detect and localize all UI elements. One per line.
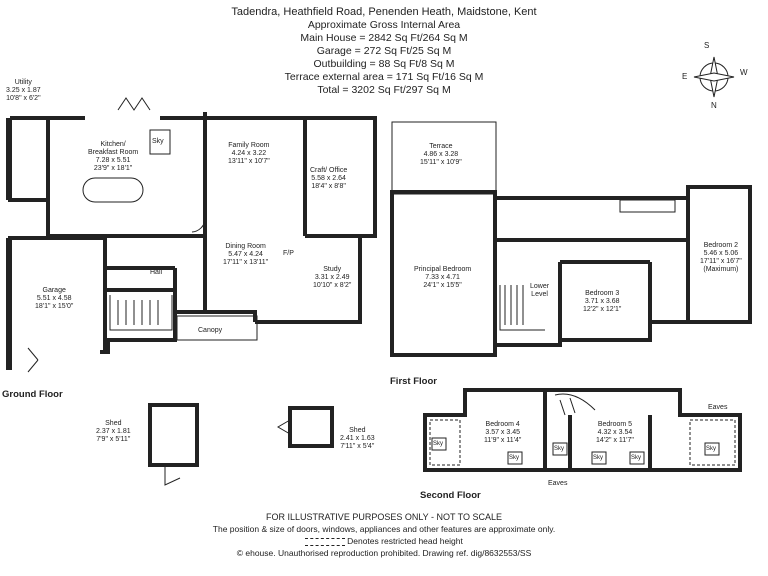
canopy-label: Canopy [198, 327, 223, 334]
skylight [431, 437, 447, 451]
door-swing [191, 219, 206, 233]
plan-header: Tadendra, Heathfield Road, Penenden Heat… [0, 6, 768, 97]
stairs [109, 295, 173, 331]
canopy-area [176, 315, 258, 341]
area-line: Total = 3202 Sq Ft/297 Sq M [317, 84, 451, 96]
restricted-height-swatch [305, 537, 346, 546]
skylight [507, 451, 523, 465]
stairs [499, 285, 545, 331]
copyright: © ehouse. Unauthorised reproduction proh… [236, 548, 532, 558]
hall-walls [105, 266, 177, 312]
skylight-label: Sky [554, 446, 565, 452]
shed-door [164, 465, 181, 486]
compass-label-w: W [740, 68, 748, 77]
kitchen-island [82, 177, 144, 203]
area-line: Main House = 2842 Sq Ft/264 Sq M [300, 32, 468, 44]
floor-label-ground: Ground Floor [2, 389, 63, 400]
second-floor-walls [423, 388, 742, 472]
skylight [591, 451, 607, 465]
stairs [554, 393, 596, 416]
skylight-label: Sky [706, 446, 717, 452]
shed-right [288, 406, 334, 448]
shed-door [277, 419, 291, 435]
property-address: Tadendra, Heathfield Road, Penenden Heat… [231, 6, 537, 18]
hall-label: Hall [150, 269, 163, 276]
skylight [149, 129, 171, 155]
family-room-walls [303, 118, 360, 238]
bath [619, 199, 676, 213]
utility-walls [6, 118, 48, 202]
floor-label-second: Second Floor [420, 490, 481, 501]
skylight-label: Sky [433, 441, 444, 447]
legend: Denotes restricted head height [0, 535, 768, 547]
second-floor-internal [543, 392, 652, 470]
compass-rose [693, 56, 735, 98]
skylight-label: Sky [593, 455, 604, 461]
eaves-label: Eaves [548, 480, 568, 487]
disclaimer: FOR ILLUSTRATIVE PURPOSES ONLY - NOT TO … [265, 512, 503, 522]
skylight [704, 442, 720, 456]
skylight [552, 442, 568, 456]
floor-label-first: First Floor [390, 376, 437, 387]
skylight-label: Sky [631, 455, 642, 461]
legend-text: Denotes restricted head height [347, 536, 463, 546]
shed-left [148, 403, 199, 467]
eaves-label: Eaves [708, 404, 728, 411]
bifold-door [117, 97, 151, 111]
restricted-head-height [429, 419, 736, 466]
area-line: Garage = 272 Sq Ft/25 Sq M [316, 45, 452, 57]
terrace-area [391, 121, 497, 195]
skylight [629, 451, 645, 465]
area-line: Terrace external area = 171 Sq Ft/16 Sq … [284, 71, 484, 83]
compass-label-e: E [682, 72, 688, 81]
fireplace-label: F/P [283, 250, 294, 257]
compass-label-s: S [704, 41, 710, 50]
area-title: Approximate Gross Internal Area [307, 19, 461, 31]
first-floor-internal [493, 198, 690, 345]
skylight-label: Sky [509, 455, 520, 461]
kitchen-walls [46, 118, 207, 310]
approximation-note: The position & size of doors, windows, a… [212, 524, 556, 534]
area-line: Outbuilding = 88 Sq Ft/8 Sq M [313, 58, 455, 70]
skylight-label: Sky [152, 138, 164, 145]
compass-label-n: N [711, 101, 717, 110]
door-swing [27, 347, 39, 373]
plan-footer: FOR ILLUSTRATIVE PURPOSES ONLY - NOT TO … [0, 511, 768, 559]
ground-floor-walls [8, 112, 377, 370]
